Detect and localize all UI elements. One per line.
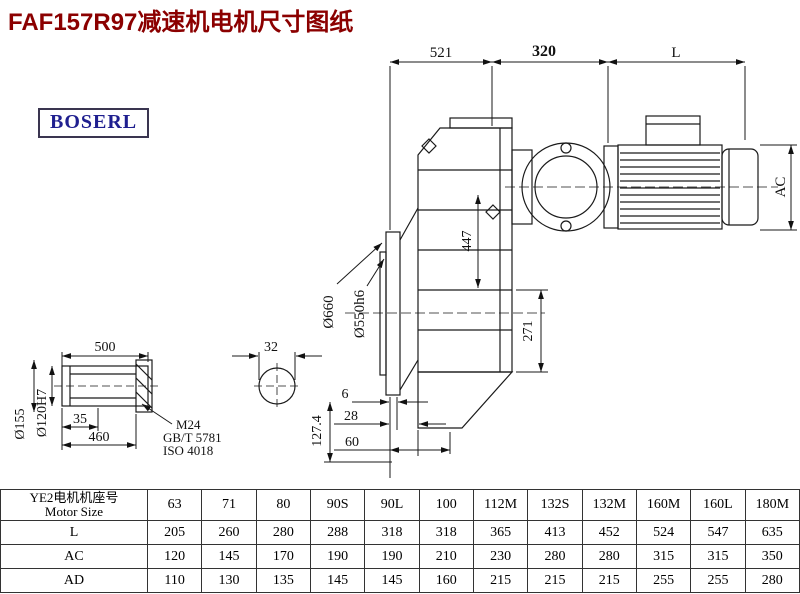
boserl-logo: BOSERL [38,108,150,138]
frame-size-col: 160M [635,489,692,521]
dim-35: 35 [73,412,87,427]
dim-d120h7: Ø120H7 [35,389,50,437]
header-en: Motor Size [44,504,104,519]
dim-271: 271 [521,321,536,342]
dim-flange-spigot: Ø550h6 [352,289,368,338]
dim-6: 6 [342,387,349,402]
frame-size-col: 71 [201,489,257,521]
dim-flange-od: Ø660 [321,295,337,328]
boserl-logo-text: BOSERL [50,111,138,133]
dim-value: 452 [581,520,637,545]
dim-value: 547 [690,520,746,545]
frame-size-col: 90L [364,489,420,521]
dim-value: 120 [146,544,203,569]
page-title: FAF157R97减速机电机尺寸图纸 [8,9,354,36]
dim-value: 215 [527,568,583,593]
dim-value: 190 [309,544,366,569]
dim-value: 160 [418,568,474,593]
dim-value: 350 [744,544,800,569]
dim-value: 280 [527,544,583,569]
label-gbt-5781: GB/T 5781 [163,430,222,445]
dim-AC: AC [773,177,789,198]
gearbox-outline [379,117,514,429]
dim-value: 145 [201,544,257,569]
dim-value: 255 [690,568,746,593]
dim-value: 145 [364,568,420,593]
dim-value: 145 [309,568,366,593]
label-m24: M24 [176,417,201,432]
dim-L: L [671,45,680,61]
dim-value: 315 [635,544,692,569]
dim-521: 521 [430,45,453,61]
dim-320: 320 [532,43,556,60]
dim-value: 215 [581,568,637,593]
dim-value: 260 [201,520,257,545]
dim-value: 280 [581,544,637,569]
frame-size-col: 132M [581,489,637,521]
dim-value: 365 [472,520,529,545]
dim-value: 280 [255,520,311,545]
bore-circle-detail [254,363,300,409]
label-iso-4018: ISO 4018 [163,443,213,458]
dim-500: 500 [95,340,116,355]
dim-value: 255 [635,568,692,593]
frame-size-col: 180M [744,489,800,521]
dimension-lines [31,59,797,478]
dim-value: 635 [744,520,800,545]
dim-row-label: AD [0,568,148,593]
header-cn: YE2电机机座号 [29,490,119,505]
dim-value: 280 [744,568,800,593]
dim-value: 210 [418,544,474,569]
dim-value: 318 [364,520,420,545]
dim-value: 205 [146,520,203,545]
dim-value: 315 [690,544,746,569]
dim-value: 318 [418,520,474,545]
frame-size-col: 90S [309,489,366,521]
dim-127-4: 127.4 [310,415,325,447]
dim-value: 230 [472,544,529,569]
motor-outline [511,115,759,232]
dim-447: 447 [460,231,475,252]
dim-value: 130 [201,568,257,593]
dim-28: 28 [344,409,358,424]
dim-value: 215 [472,568,529,593]
dim-value: 170 [255,544,311,569]
dim-row-label: AC [0,544,148,569]
dim-value: 288 [309,520,366,545]
frame-size-col: 100 [418,489,474,521]
dim-value: 135 [255,568,311,593]
dim-60: 60 [345,435,359,450]
technical-drawing: 521 320 L AC Ø660 Ø550h6 447 271 500 35 … [13,43,797,478]
frame-size-col: 80 [255,489,311,521]
dim-value: 110 [146,568,203,593]
dim-value: 413 [527,520,583,545]
frame-size-col: 132S [527,489,583,521]
dim-row-label: L [0,520,148,545]
dim-32: 32 [264,340,278,355]
frame-size-col: 160L [690,489,746,521]
dim-value: 190 [364,544,420,569]
dim-460: 460 [89,430,110,445]
frame-size-col: 63 [146,489,203,521]
dim-value: 524 [635,520,692,545]
dim-d155: Ø155 [13,408,28,439]
frame-size-col: 112M [472,489,529,521]
